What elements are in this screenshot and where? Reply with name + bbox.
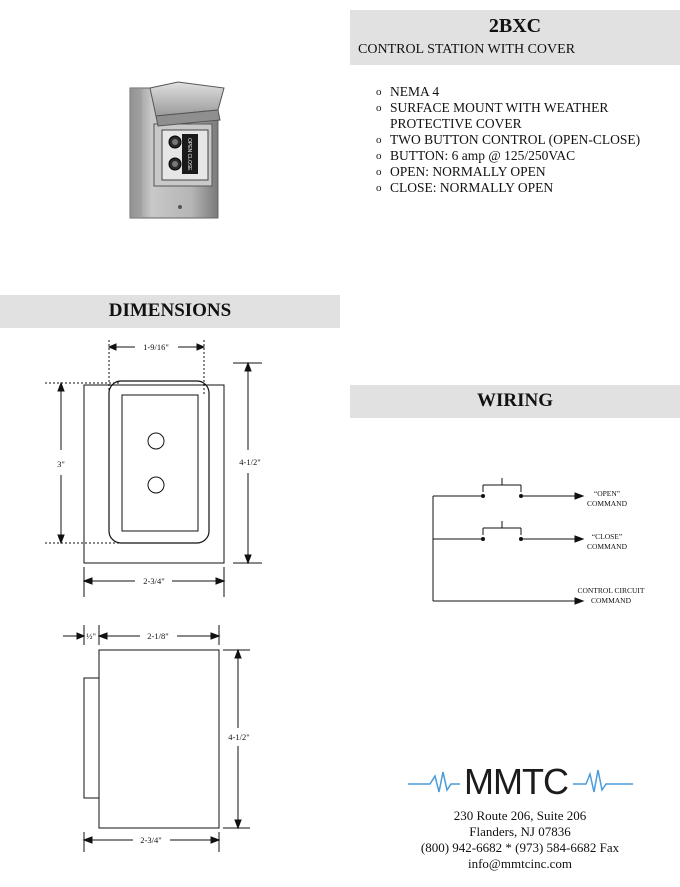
phone-line: (800) 942-6682 * (973) 584-6682 Fax — [420, 840, 620, 855]
dimensions-heading: DIMENSIONS — [108, 300, 232, 321]
dim-front-height: 4-1/2" — [239, 457, 260, 467]
mmtc-logo: MMTC — [408, 761, 633, 802]
feature-item: BUTTON: 6 amp @ 125/250VAC — [376, 148, 676, 164]
feature-item: OPEN: NORMALLY OPEN — [376, 164, 676, 180]
wiring-open-command: COMMAND — [587, 499, 628, 508]
feature-item: CLOSE: NORMALLY OPEN — [376, 180, 676, 196]
wiring-close-label: “CLOSE” — [592, 532, 622, 541]
product-model: 2BXC — [488, 15, 542, 37]
feature-item: NEMA 4 — [376, 84, 676, 100]
dim-cover-height: 3" — [57, 459, 65, 469]
dimensions-band — [0, 295, 340, 328]
product-subtitle: CONTROL STATION WITH COVER — [358, 42, 576, 57]
front-view-drawing: 1-9/16" 3" 4-1/2" 2-3/4" — [45, 340, 262, 597]
svg-text:OPEN CLOSE: OPEN CLOSE — [186, 138, 192, 171]
feature-list: NEMA 4 SURFACE MOUNT WITH WEATHER PROTEC… — [376, 84, 676, 196]
feature-item: SURFACE MOUNT WITH WEATHER PROTECTIVE CO… — [376, 100, 638, 132]
feature-item: TWO BUTTON CONTROL (OPEN-CLOSE) — [376, 132, 676, 148]
dim-front-width: 2-3/4" — [143, 576, 164, 586]
product-photo: OPEN CLOSE — [129, 81, 225, 219]
dim-cover-depth: ½" — [86, 631, 96, 641]
wiring-close-command: COMMAND — [587, 542, 628, 551]
dim-side-depth: 2-1/8" — [147, 631, 168, 641]
email-line: info@mmtcinc.com — [467, 856, 573, 871]
dim-side-width: 2-3/4" — [140, 835, 161, 845]
wiring-open-label: “OPEN” — [594, 489, 620, 498]
wiring-heading: WIRING — [476, 390, 553, 411]
dim-side-height: 4-1/2" — [228, 732, 249, 742]
wiring-common-command: COMMAND — [591, 596, 632, 605]
wiring-band — [350, 385, 680, 418]
wiring-common-label: CONTROL CIRCUIT — [577, 586, 644, 595]
address-line2: Flanders, NJ 07836 — [469, 824, 571, 839]
wiring-diagram: “OPEN” COMMAND “CLOSE” COMMAND CONTROL C… — [432, 478, 645, 605]
dim-button-spacing: 1-9/16" — [143, 342, 169, 352]
logo-text: MMTC — [464, 761, 568, 802]
address-line1: 230 Route 206, Suite 206 — [453, 808, 587, 823]
side-view-drawing: ½" 2-1/8" 4-1/2" 2-3/4" — [63, 625, 250, 852]
title-band — [350, 10, 680, 65]
